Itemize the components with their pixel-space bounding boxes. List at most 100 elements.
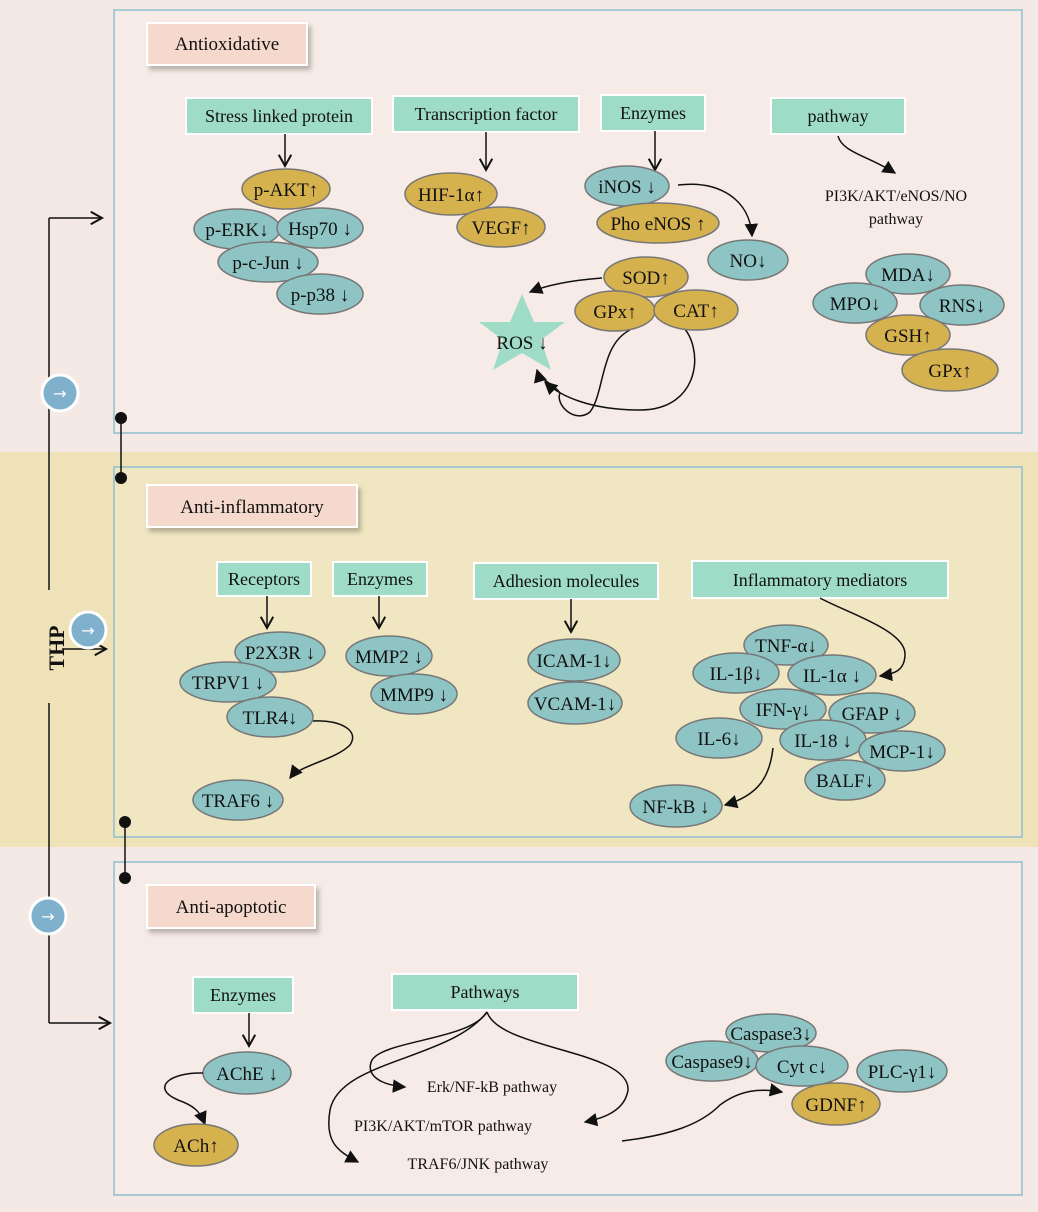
node-no: NO↓: [707, 239, 789, 281]
node-hsp70: Hsp70 ↓: [276, 207, 364, 249]
node-cyt-c: Cyt c↓: [755, 1045, 849, 1087]
arrow: [289, 720, 354, 780]
node-p-erk: p-ERK↓: [193, 208, 281, 250]
svg-text:IL-1α ↓: IL-1α ↓: [803, 666, 861, 687]
svg-text:Stress linked protein: Stress linked protein: [205, 106, 353, 126]
node-il-1b: IL-1β↓: [692, 652, 780, 694]
arrow: [544, 323, 696, 411]
svg-text:Antioxidative: Antioxidative: [175, 34, 279, 55]
svg-text:p-ERK↓: p-ERK↓: [205, 220, 268, 241]
svg-text:SOD↑: SOD↑: [622, 268, 670, 289]
svg-text:TNF-α↓: TNF-α↓: [755, 636, 817, 657]
node-p-akt: p-AKT↑: [241, 168, 331, 210]
node-traf6: TRAF6 ↓: [192, 779, 284, 821]
node-icam-1: ICAM-1↓: [527, 638, 621, 682]
pathway-erk-nfkb: Erk/NF-kB pathway: [427, 1079, 557, 1096]
node-plc-g1: PLC-γ1↓: [856, 1049, 948, 1093]
header-adhesion-molecules: Adhesion molecules: [473, 562, 659, 600]
svg-text:Adhesion molecules: Adhesion molecules: [493, 571, 639, 591]
svg-text:IL-1β↓: IL-1β↓: [710, 664, 763, 685]
arrow: [369, 1011, 488, 1093]
connector-dot: [119, 872, 131, 884]
connector-dot: [115, 472, 127, 484]
arrow-circle-icon: →: [28, 896, 68, 936]
node-cat: CAT↑: [653, 289, 739, 331]
arrow: [164, 1072, 207, 1126]
header-pathway: pathway: [770, 97, 906, 135]
svg-text:MCP-1↓: MCP-1↓: [869, 742, 934, 763]
header-enzymes: Enzymes: [600, 94, 706, 132]
svg-text:p-c-Jun ↓: p-c-Jun ↓: [232, 253, 303, 274]
svg-text:Hsp70 ↓: Hsp70 ↓: [288, 219, 352, 240]
node-ache: AChE ↓: [202, 1051, 292, 1095]
svg-text:IFN-γ↓: IFN-γ↓: [756, 700, 811, 721]
svg-text:IL-6↓: IL-6↓: [697, 729, 740, 750]
pathway-traf6-jnk: TRAF6/JNK pathway: [408, 1156, 549, 1173]
svg-text:MDA↓: MDA↓: [881, 265, 935, 286]
title-antioxidative: Antioxidative: [146, 22, 308, 66]
svg-text:HIF-1α↑: HIF-1α↑: [418, 185, 484, 206]
node-trpv1: TRPV1 ↓: [179, 661, 277, 703]
svg-text:PLC-γ1↓: PLC-γ1↓: [868, 1062, 937, 1083]
header-receptors: Receptors: [216, 561, 312, 597]
node-vcam-1: VCAM-1↓: [527, 681, 623, 725]
connector-dot: [119, 816, 131, 828]
svg-text:VEGF↑: VEGF↑: [471, 218, 530, 239]
svg-text:Transcription factor: Transcription factor: [415, 104, 558, 124]
node-tlr4: TLR4↓: [226, 696, 314, 738]
svg-text:AChE ↓: AChE ↓: [216, 1064, 278, 1085]
node-gfap: GFAP ↓: [828, 692, 916, 734]
svg-text:Inflammatory mediators: Inflammatory mediators: [733, 570, 907, 590]
svg-text:ACh↑: ACh↑: [173, 1136, 218, 1157]
svg-text:Caspase9↓: Caspase9↓: [671, 1052, 752, 1073]
svg-text:→: →: [81, 621, 94, 640]
node-mda: MDA↓: [865, 253, 951, 295]
arrow: [328, 1011, 488, 1163]
thp-label: THP: [44, 625, 69, 670]
svg-text:GPx↑: GPx↑: [928, 361, 971, 382]
header-inflammatory-mediators: Inflammatory mediators: [691, 560, 949, 599]
title-antiapoptotic: Anti-apoptotic: [146, 884, 316, 929]
node-inos: iNOS ↓: [584, 165, 670, 207]
node-gsh: GSH↑: [865, 314, 951, 356]
svg-text:NF-kB ↓: NF-kB ↓: [642, 797, 709, 818]
arrow: [819, 597, 906, 682]
svg-text:GPx↑: GPx↑: [593, 302, 636, 323]
svg-text:P2X3R ↓: P2X3R ↓: [245, 643, 315, 664]
svg-text:Pathways: Pathways: [451, 982, 520, 1002]
svg-text:CAT↑: CAT↑: [673, 301, 718, 322]
node-balf: BALF↓: [804, 759, 886, 801]
arrow-circle-icon: →: [40, 373, 80, 413]
svg-text:MMP9 ↓: MMP9 ↓: [380, 685, 448, 706]
svg-text:Enzymes: Enzymes: [620, 103, 686, 123]
node-rns: RNS↓: [919, 284, 1005, 326]
arrow: [837, 135, 897, 174]
arrow: [486, 1011, 629, 1127]
node-ros: ROS ↓: [496, 333, 547, 354]
svg-text:Anti-apoptotic: Anti-apoptotic: [176, 897, 287, 918]
node-mpo: MPO↓: [812, 282, 898, 324]
svg-text:Enzymes: Enzymes: [347, 569, 413, 589]
svg-text:RNS↓: RNS↓: [939, 296, 985, 317]
arrow: [528, 277, 603, 294]
node-il-18: IL-18 ↓: [779, 719, 867, 761]
node-caspase3: Caspase3↓: [725, 1013, 817, 1053]
node-nf-kb: NF-kB ↓: [629, 784, 723, 828]
svg-text:VCAM-1↓: VCAM-1↓: [534, 694, 616, 715]
svg-text:Anti-inflammatory: Anti-inflammatory: [180, 497, 324, 518]
svg-text:iNOS ↓: iNOS ↓: [598, 177, 656, 198]
svg-text:p-AKT↑: p-AKT↑: [254, 180, 318, 201]
header-transcription-factor: Transcription factor: [392, 95, 580, 133]
header-pathways: Pathways: [391, 973, 579, 1011]
svg-text:Pho eNOS ↑: Pho eNOS ↑: [610, 214, 705, 235]
node-ach: ACh↑: [153, 1123, 239, 1167]
title-antiinflammatory: Anti-inflammatory: [146, 484, 358, 528]
node-p2x3r: P2X3R ↓: [234, 631, 326, 673]
svg-text:TRPV1 ↓: TRPV1 ↓: [192, 673, 264, 694]
node-caspase9: Caspase9↓: [665, 1040, 759, 1082]
header-stress-linked-protein: Stress linked protein: [185, 97, 373, 135]
svg-text:BALF↓: BALF↓: [816, 771, 874, 792]
node-il-6: IL-6↓: [675, 717, 763, 759]
